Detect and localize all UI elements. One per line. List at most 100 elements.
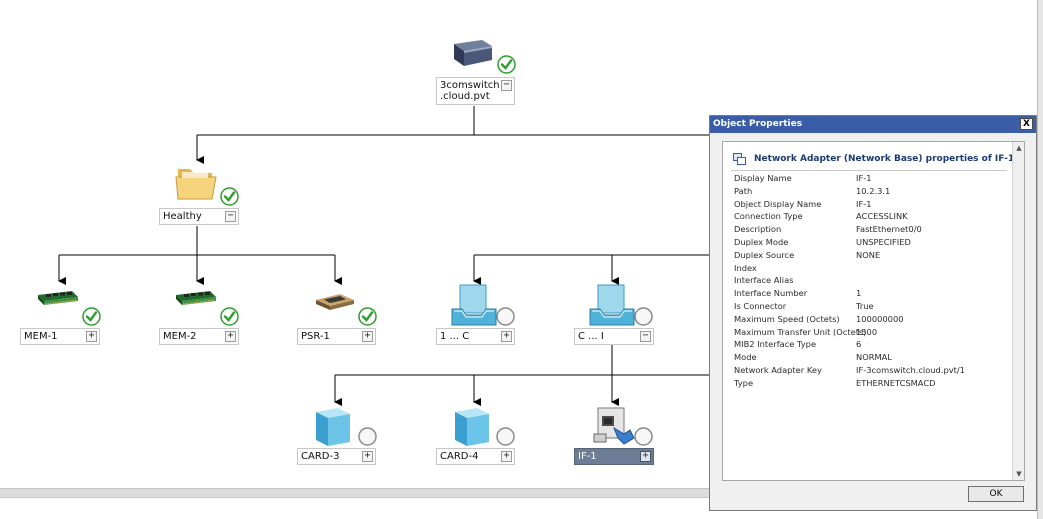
property-value: 1500 bbox=[856, 326, 878, 337]
scroll-up-icon[interactable]: ▲ bbox=[1016, 144, 1022, 152]
property-value: 100000000 bbox=[856, 313, 904, 324]
properties-content: Network Adapter (Network Base) propertie… bbox=[723, 142, 1013, 480]
header-divider bbox=[731, 170, 1007, 171]
property-name: Connection Type bbox=[734, 211, 803, 222]
expand-toggle[interactable]: + bbox=[501, 451, 512, 462]
healthy-check-icon bbox=[220, 307, 239, 326]
ok-button[interactable]: OK bbox=[968, 486, 1024, 502]
node-label-line1: 3comswitch bbox=[440, 80, 500, 91]
object-properties-dialog: Object Properties X Network Adapter (Net… bbox=[709, 115, 1037, 511]
property-value: 6 bbox=[856, 339, 862, 350]
property-value: 1 bbox=[856, 288, 862, 299]
property-value: True bbox=[856, 300, 874, 311]
cube-icon[interactable] bbox=[308, 404, 360, 454]
expand-toggle[interactable]: + bbox=[640, 451, 651, 462]
property-name: Maximum Speed (Octets) bbox=[734, 313, 840, 324]
network-adapter-icon[interactable] bbox=[588, 404, 640, 454]
expand-toggle[interactable]: + bbox=[362, 451, 373, 462]
property-value: NORMAL bbox=[856, 352, 892, 363]
node-label-text: C ... I bbox=[578, 331, 604, 342]
node-label-card3[interactable]: CARD-3 + bbox=[297, 448, 376, 465]
node-label-psr1[interactable]: PSR-1 + bbox=[297, 328, 376, 345]
property-value: FastEthernet0/0 bbox=[856, 224, 922, 235]
property-value: IF-1 bbox=[856, 173, 872, 183]
vertical-scrollbar[interactable]: ▲ ▼ bbox=[1012, 142, 1024, 480]
switch-icon[interactable] bbox=[448, 38, 500, 88]
close-button[interactable]: X bbox=[1020, 118, 1033, 130]
node-label-mem2[interactable]: MEM-2 + bbox=[159, 328, 239, 345]
node-label-text: PSR-1 bbox=[301, 331, 330, 342]
inbox-icon[interactable] bbox=[588, 283, 640, 333]
inbox-icon[interactable] bbox=[450, 283, 502, 333]
collapse-toggle[interactable]: − bbox=[225, 211, 236, 222]
node-label-text: MEM-1 bbox=[24, 331, 58, 342]
node-label-text: Healthy bbox=[163, 211, 202, 222]
property-name: Object Display Name bbox=[734, 198, 822, 209]
node-label-mem1[interactable]: MEM-1 + bbox=[20, 328, 100, 345]
property-value: IF-1 bbox=[856, 198, 872, 209]
healthy-check-icon bbox=[497, 55, 516, 74]
dialog-title-bar[interactable]: Object Properties X bbox=[710, 116, 1036, 133]
not-monitored-icon bbox=[358, 427, 377, 446]
collapse-toggle[interactable]: − bbox=[640, 331, 651, 342]
not-monitored-icon bbox=[634, 427, 653, 446]
expand-toggle[interactable]: + bbox=[501, 331, 512, 342]
folder-icon[interactable] bbox=[172, 163, 224, 213]
expand-toggle[interactable]: + bbox=[86, 331, 97, 342]
not-monitored-icon bbox=[496, 307, 515, 326]
property-name: Type bbox=[734, 377, 754, 388]
expand-toggle[interactable]: + bbox=[362, 331, 373, 342]
property-name: Maximum Transfer Unit (Octets) bbox=[734, 326, 867, 337]
node-label-text: CARD-4 bbox=[440, 451, 479, 462]
node-label-root[interactable]: 3comswitch.cloud.pvt − bbox=[436, 77, 515, 105]
node-label-healthy[interactable]: Healthy − bbox=[159, 208, 239, 225]
collapse-toggle[interactable]: − bbox=[501, 80, 512, 91]
property-name: Duplex Source bbox=[734, 249, 795, 260]
node-label-text: MEM-2 bbox=[163, 331, 197, 342]
property-value: ETHERNETCSMACD bbox=[856, 377, 936, 388]
property-value: NONE bbox=[856, 249, 881, 260]
property-name: Description bbox=[734, 224, 782, 235]
node-label-1c[interactable]: 1 ... C + bbox=[436, 328, 515, 345]
property-name: MIB2 Interface Type bbox=[734, 339, 817, 350]
node-label-card4[interactable]: CARD-4 + bbox=[436, 448, 515, 465]
dialog-title: Object Properties bbox=[713, 119, 803, 129]
healthy-check-icon bbox=[358, 307, 377, 326]
property-value: IF-3comswitch.cloud.pvt/1 bbox=[856, 364, 965, 375]
node-label-if1[interactable]: IF-1 + bbox=[574, 448, 654, 465]
node-label-line2: .cloud.pvt bbox=[440, 91, 490, 102]
property-name: Mode bbox=[734, 352, 757, 363]
property-value: ACCESSLINK bbox=[856, 211, 908, 222]
expand-toggle[interactable]: + bbox=[225, 331, 236, 342]
property-name: Duplex Mode bbox=[734, 236, 789, 247]
memory-icon[interactable] bbox=[174, 287, 226, 337]
copy-windows-icon bbox=[733, 153, 746, 165]
node-label-text: 1 ... C bbox=[440, 331, 470, 342]
window-border bbox=[1037, 0, 1043, 519]
node-label-text: IF-1 bbox=[578, 451, 597, 462]
property-value: 10.2.3.1 bbox=[856, 185, 891, 196]
memory-icon[interactable] bbox=[36, 287, 88, 337]
property-name: Network Adapter Key bbox=[734, 364, 822, 375]
property-name: Interface Alias bbox=[734, 275, 794, 286]
horizontal-scrollbar[interactable] bbox=[0, 488, 712, 498]
property-name: Path bbox=[734, 185, 753, 196]
properties-header-text: Network Adapter (Network Base) propertie… bbox=[754, 154, 1013, 164]
property-name: Is Connector bbox=[734, 300, 787, 311]
property-name: Index bbox=[734, 262, 757, 273]
property-name: Display Name bbox=[734, 173, 792, 183]
healthy-check-icon bbox=[82, 307, 101, 326]
property-name: Interface Number bbox=[734, 288, 808, 299]
node-label-ci[interactable]: C ... I − bbox=[574, 328, 654, 345]
not-monitored-icon bbox=[634, 307, 653, 326]
processor-icon[interactable] bbox=[312, 290, 364, 340]
property-value: UNSPECIFIED bbox=[856, 236, 911, 247]
scroll-down-icon[interactable]: ▼ bbox=[1016, 470, 1022, 478]
properties-panel: Network Adapter (Network Base) propertie… bbox=[722, 141, 1025, 481]
healthy-check-icon bbox=[220, 187, 239, 206]
not-monitored-icon bbox=[496, 427, 515, 446]
node-label-text: CARD-3 bbox=[301, 451, 340, 462]
cube-icon[interactable] bbox=[447, 404, 499, 454]
